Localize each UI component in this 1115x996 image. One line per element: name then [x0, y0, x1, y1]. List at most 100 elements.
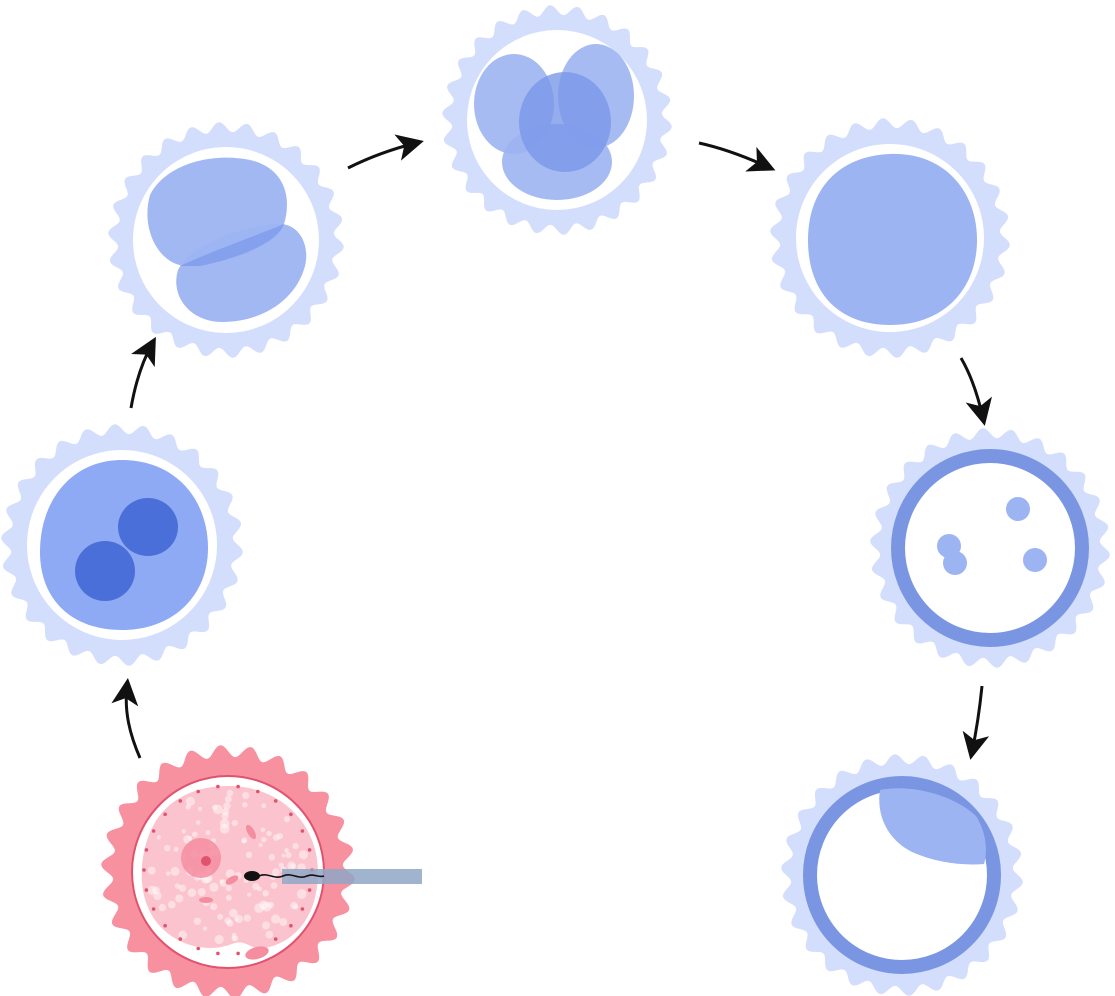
cortical-granule [151, 829, 156, 833]
arrow-icon [129, 336, 156, 409]
granule [170, 866, 180, 876]
cortical-granule [289, 812, 293, 817]
granule [202, 926, 208, 931]
cortical-granule [307, 888, 312, 892]
cortical-granule [142, 868, 146, 872]
granule [257, 886, 262, 892]
inner-cell-mass [879, 788, 986, 865]
cortical-granule [196, 789, 200, 794]
granule [165, 871, 171, 876]
granule [278, 862, 284, 868]
egg-cytoplasm [141, 786, 318, 949]
polar-body [245, 946, 269, 960]
granule [290, 863, 296, 869]
blastomere [519, 72, 611, 172]
blastomere-overlap [180, 224, 284, 266]
granule [219, 823, 230, 834]
cortical-granule [236, 784, 240, 789]
granule [241, 837, 248, 844]
granule [219, 818, 230, 829]
granule [296, 889, 307, 899]
cortical-granule [196, 946, 200, 951]
granule [181, 829, 186, 834]
cycle-arrows [111, 134, 992, 760]
cortical-granule [216, 784, 220, 789]
granule [287, 861, 297, 871]
granule [187, 836, 193, 841]
granule [195, 820, 201, 825]
granule [242, 802, 248, 808]
cortical-granule [273, 937, 278, 941]
granule [214, 934, 224, 945]
granule [224, 917, 232, 925]
granule [147, 866, 156, 875]
arrow-icon [959, 357, 992, 426]
granule [245, 851, 253, 858]
organelle [225, 875, 239, 885]
granule [283, 816, 291, 823]
granule [174, 883, 181, 889]
granule [242, 792, 250, 800]
cortical-granule [289, 923, 293, 928]
granule [272, 868, 280, 876]
granule [197, 888, 206, 896]
cortical-granule [273, 799, 278, 803]
granule [226, 919, 234, 927]
cortical-granule [163, 923, 167, 928]
granule [261, 921, 271, 930]
granule [267, 901, 274, 909]
granule [292, 842, 299, 850]
granule [234, 914, 243, 924]
granule [156, 835, 161, 840]
granule [276, 832, 283, 840]
granule [185, 804, 191, 810]
arrow-icon [111, 677, 142, 759]
granule [292, 904, 299, 910]
granule [261, 901, 272, 912]
granule [213, 804, 223, 815]
granule [152, 886, 160, 895]
sperm-head-icon [244, 871, 260, 881]
stage-early-blastocyst [870, 428, 1110, 668]
stage-blastocyst [781, 754, 1023, 996]
cortical-granule [163, 812, 167, 817]
granule [224, 795, 232, 803]
cortical-granule [144, 888, 149, 892]
granule [241, 839, 246, 844]
sperm-tail [258, 874, 325, 878]
granule [262, 890, 269, 897]
inner-cell [1023, 548, 1047, 572]
egg-nucleus [181, 838, 221, 878]
granule [219, 879, 224, 884]
organelle [245, 824, 257, 840]
trophoblast-ring [891, 449, 1089, 647]
granule [231, 936, 237, 942]
cortical-granule [236, 951, 240, 956]
granule [270, 882, 278, 889]
granule [219, 879, 228, 887]
granule [205, 830, 211, 836]
granule [279, 918, 288, 926]
cortical-granule [255, 789, 260, 794]
cortical-granule [178, 937, 183, 941]
cortical-granule [144, 848, 149, 852]
cortical-granule [307, 848, 312, 852]
granule [271, 914, 281, 924]
granule [231, 819, 238, 827]
egg-nucleolus [201, 856, 211, 866]
stage-morula [770, 118, 1010, 358]
granule [281, 853, 286, 858]
granule [285, 852, 292, 859]
granule [175, 894, 184, 903]
granule [178, 930, 188, 940]
granule [198, 806, 202, 811]
granule [209, 882, 219, 892]
granule [229, 908, 238, 918]
granule [221, 812, 229, 820]
stage-fertilization [101, 745, 422, 996]
granule [187, 888, 197, 897]
injection-pipette [282, 869, 422, 884]
granule [223, 802, 231, 810]
